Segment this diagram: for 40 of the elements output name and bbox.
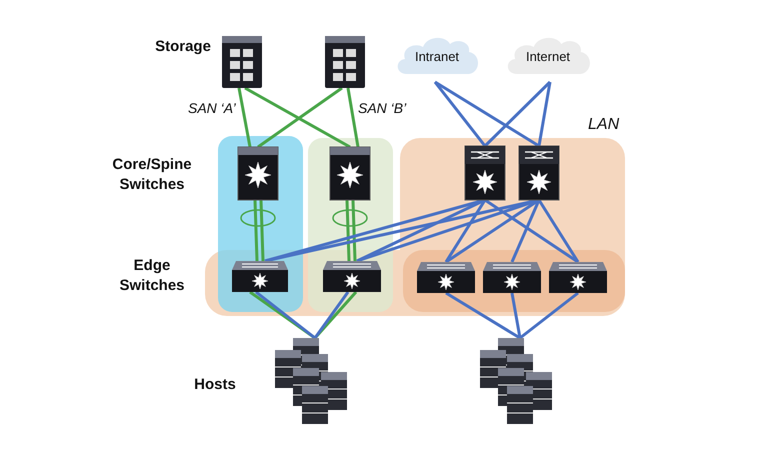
link-line xyxy=(314,291,350,339)
link-line xyxy=(346,88,360,148)
edge-switch-drawing xyxy=(323,261,381,292)
server-stack-drawing xyxy=(275,338,347,424)
link-line xyxy=(538,199,580,263)
link-line xyxy=(510,199,540,263)
link-line xyxy=(346,198,356,262)
storage-array-drawing xyxy=(325,36,365,88)
link-line xyxy=(484,80,552,148)
link-line xyxy=(484,198,579,264)
link-line xyxy=(254,198,264,262)
link-line xyxy=(244,86,351,148)
link-line xyxy=(519,292,579,340)
cloud-label: Intranet xyxy=(414,48,460,66)
core-switch-drawing xyxy=(330,147,370,200)
link-line xyxy=(538,82,552,146)
edge-switch-drawing xyxy=(232,261,288,292)
tier-label: Core/Spine Switches xyxy=(111,155,193,195)
network-label: SAN ‘A’ xyxy=(188,99,237,118)
cloud-label: Internet xyxy=(526,48,570,66)
core-switch-drawing xyxy=(465,146,505,200)
edge-switch-drawing xyxy=(549,262,607,293)
storage-array-drawing xyxy=(222,36,262,88)
edge-switch-drawing xyxy=(417,262,475,293)
link-line xyxy=(434,80,540,148)
tier-label: Storage xyxy=(154,37,212,57)
link-line xyxy=(444,199,486,263)
core-switch-drawing xyxy=(519,146,559,200)
core-switch-drawing xyxy=(238,147,278,200)
tier-label: Edge Switches xyxy=(118,256,186,296)
network-label: LAN xyxy=(588,115,620,135)
link-line xyxy=(434,81,486,147)
link-line xyxy=(257,86,343,148)
link-line xyxy=(510,292,522,338)
edge-switch-drawing xyxy=(483,262,541,293)
link-line xyxy=(238,88,252,148)
tier-label: Hosts xyxy=(193,375,237,395)
link-line xyxy=(445,292,521,340)
network-label: SAN ‘B’ xyxy=(358,99,408,118)
server-stack-drawing xyxy=(480,338,552,424)
